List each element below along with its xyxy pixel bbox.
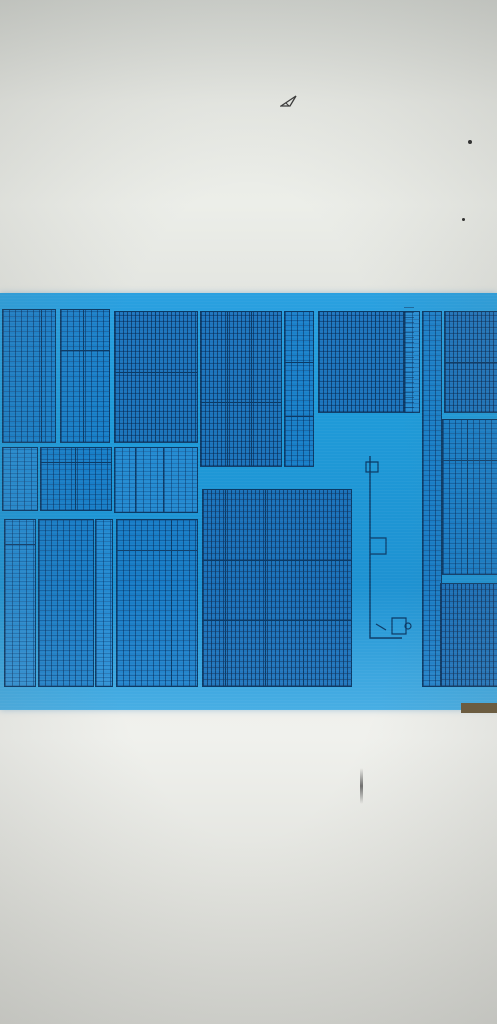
table-block (444, 311, 497, 413)
table-block (116, 519, 198, 687)
table-block (440, 583, 497, 687)
table-block (2, 447, 38, 511)
table-block (38, 519, 94, 687)
table-block (95, 519, 113, 687)
table-block (318, 311, 404, 413)
schematic-diagram (365, 456, 412, 639)
table-block (284, 311, 314, 467)
table-block (60, 309, 110, 443)
table-block (114, 311, 198, 443)
table-block (2, 309, 56, 443)
table-block (4, 519, 36, 687)
table-block (200, 311, 282, 467)
table-block (442, 419, 497, 575)
dust-speck (468, 140, 472, 144)
header-band (404, 303, 414, 413)
pointer-cursor-icon (280, 95, 297, 107)
table-block (40, 447, 112, 511)
table-block (422, 311, 442, 687)
wall-smudge (360, 768, 363, 804)
table-block (202, 489, 352, 687)
table-block (114, 447, 198, 513)
dust-speck (462, 218, 465, 221)
monitor-bezel-corner (461, 703, 497, 713)
monitor-screen (0, 293, 497, 710)
